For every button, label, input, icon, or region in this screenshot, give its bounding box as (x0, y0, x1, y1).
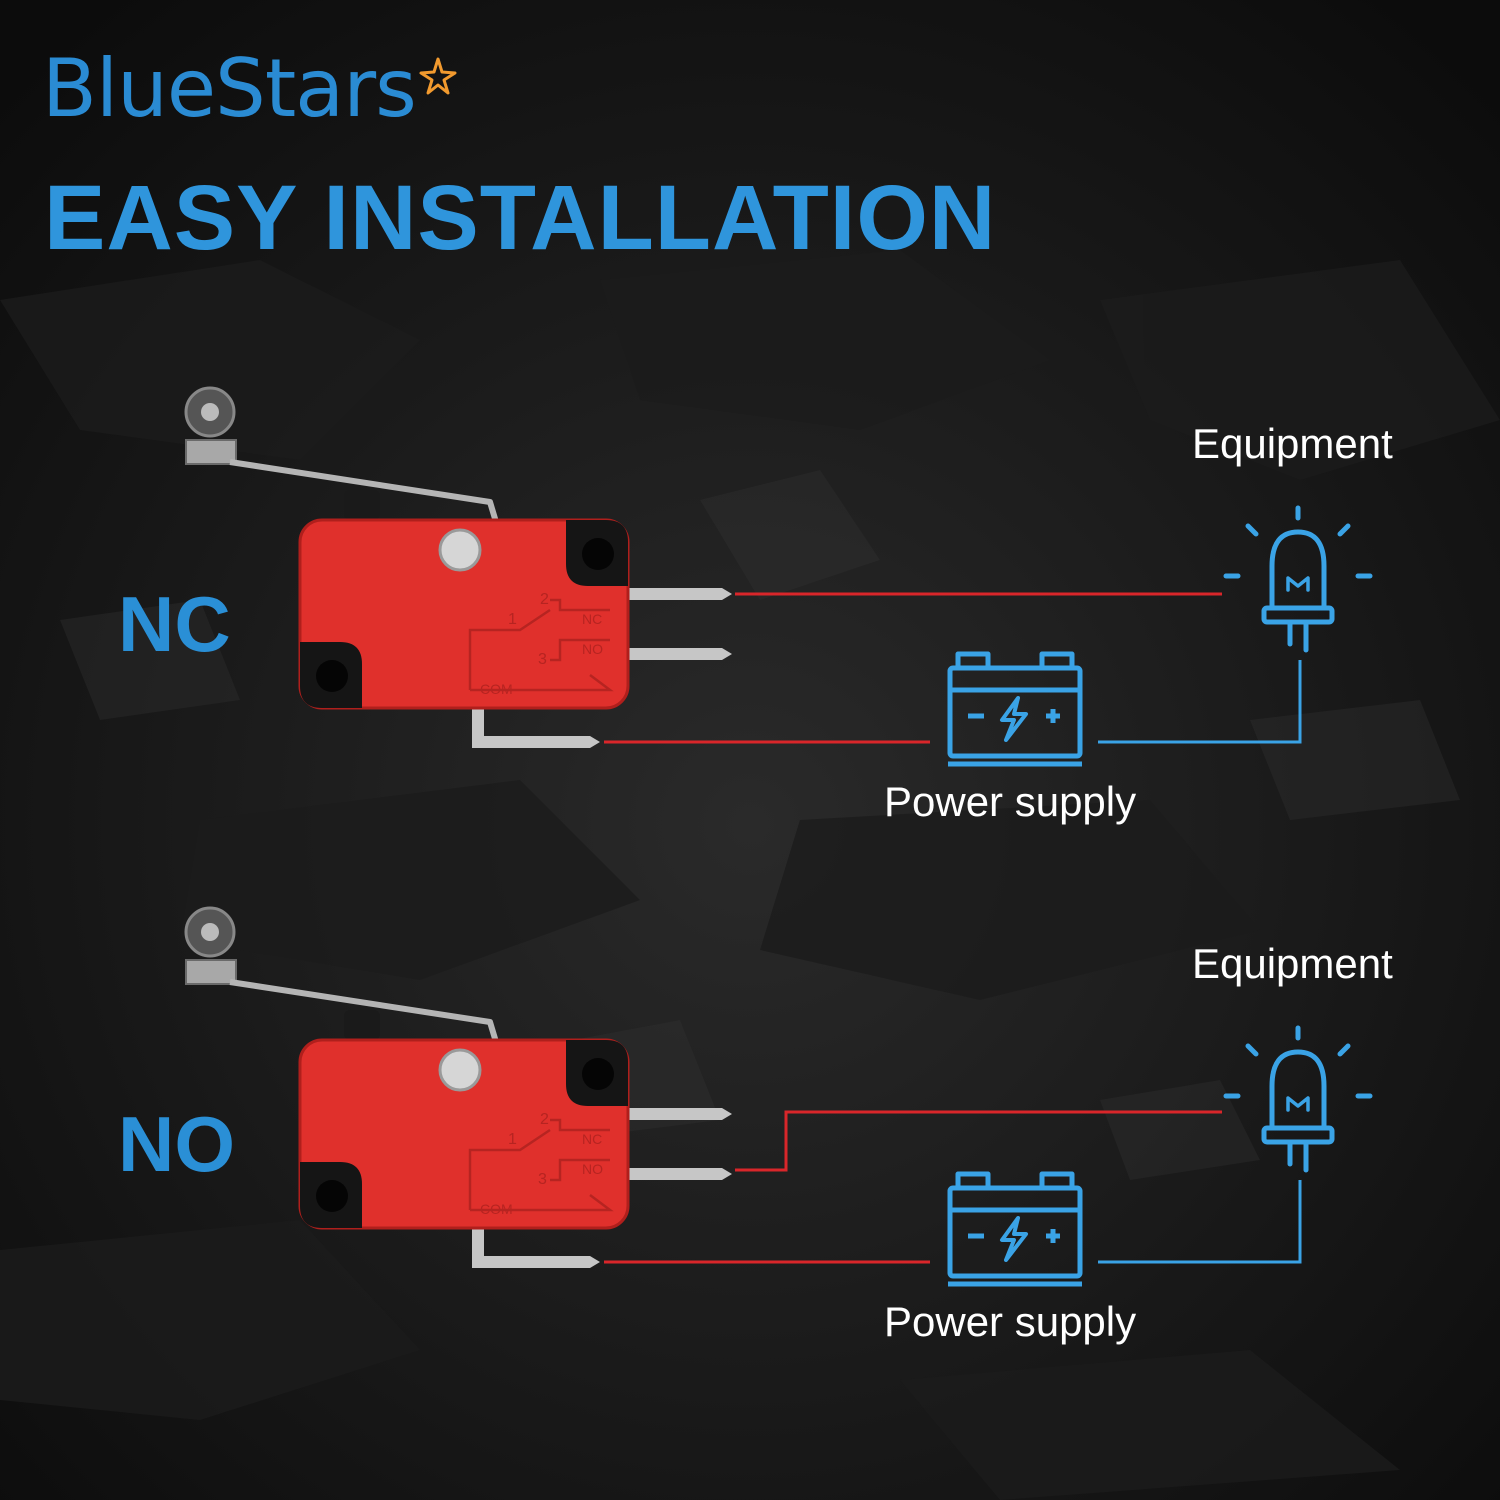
nc-terminal-2: 2 (540, 591, 549, 608)
no-power-supply-label: Power supply (884, 1298, 1137, 1345)
no-battery-icon (948, 1174, 1082, 1284)
brand-name: BlueStars (42, 42, 417, 135)
star-icon (419, 57, 457, 95)
no-terminal-no: NO (582, 1161, 603, 1177)
no-diagram: 2 1 3 NC NO COM (186, 908, 1370, 1284)
nc-diagram: 2 1 3 NC NO COM (186, 388, 1370, 764)
nc-led-icon (1226, 508, 1370, 650)
no-terminal-nc: NC (582, 1131, 602, 1147)
brand-logo: BlueStars (42, 44, 458, 134)
no-terminal-2: 2 (540, 1111, 549, 1128)
no-wire-no-to-equipment (735, 1110, 1222, 1172)
page-title: EASY INSTALLATION (44, 167, 997, 269)
no-terminal-labels: 2 1 3 NC NO COM (480, 1111, 603, 1217)
no-wire-power-to-equipment (1098, 1180, 1302, 1264)
nc-wire-power-to-equipment (1098, 660, 1302, 744)
no-equipment-label: Equipment (1192, 940, 1393, 987)
nc-terminal-1: 1 (508, 611, 517, 628)
nc-terminal-3: 3 (538, 651, 547, 668)
no-mode-label: NO (118, 1100, 235, 1188)
no-micro-switch-icon (186, 908, 732, 1268)
no-terminal-1: 1 (508, 1131, 517, 1148)
nc-terminal-nc: NC (582, 611, 602, 627)
nc-battery-icon (948, 654, 1082, 764)
no-terminal-com: COM (480, 1201, 513, 1217)
nc-mode-label: NC (118, 580, 231, 668)
nc-terminal-com: COM (480, 681, 513, 697)
nc-terminal-no: NO (582, 641, 603, 657)
nc-equipment-label: Equipment (1192, 420, 1393, 467)
no-led-icon (1226, 1028, 1370, 1170)
nc-power-supply-label: Power supply (884, 778, 1137, 825)
nc-micro-switch-icon (186, 388, 732, 748)
no-terminal-3: 3 (538, 1171, 547, 1188)
nc-terminal-labels: 2 1 3 NC NO COM (480, 591, 603, 697)
